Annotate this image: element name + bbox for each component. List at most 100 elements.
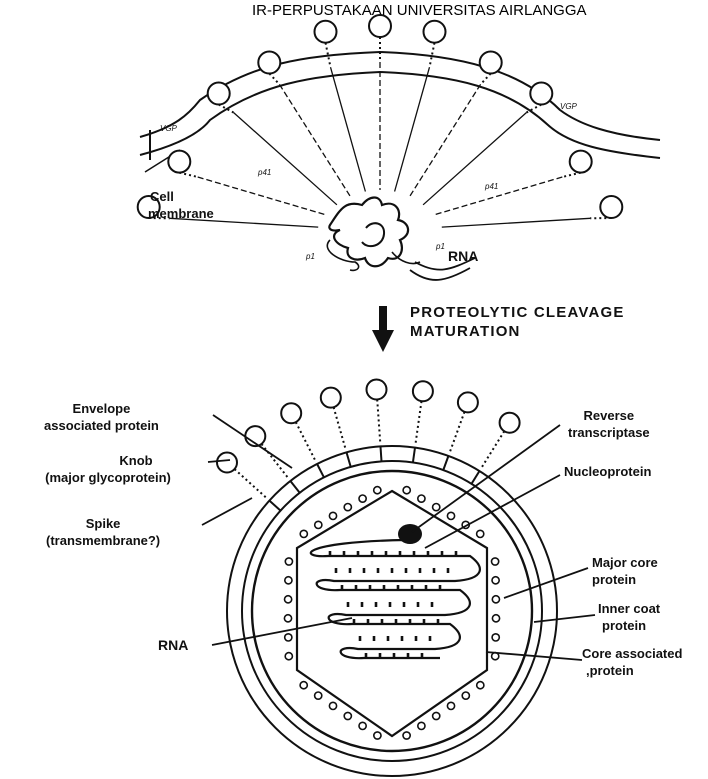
bottom-knob bbox=[500, 413, 520, 433]
bottom-knob bbox=[367, 380, 387, 400]
knob-label-line2: (major glycoprotein) bbox=[10, 469, 206, 486]
p1-left-label: p1 bbox=[306, 248, 315, 265]
core-bead bbox=[329, 702, 336, 709]
core-bead bbox=[492, 615, 499, 622]
vgp-left-label: VGP bbox=[160, 120, 177, 137]
top-knob bbox=[369, 15, 391, 37]
spike-label: Spike (transmembrane?) bbox=[46, 515, 160, 549]
core-bead bbox=[285, 577, 292, 584]
top-knob bbox=[168, 151, 190, 173]
inner-coat-line1: Inner coat bbox=[598, 600, 660, 617]
spike-label-line2: (transmembrane?) bbox=[46, 532, 160, 549]
top-knob bbox=[480, 52, 502, 74]
core-bead bbox=[285, 596, 292, 603]
top-rna-label: RNA bbox=[448, 248, 478, 265]
core-bead bbox=[359, 495, 366, 502]
core-bead bbox=[492, 577, 499, 584]
core-bead bbox=[492, 558, 499, 565]
bottom-rna-label: RNA bbox=[158, 637, 188, 654]
knob-label: Knob (major glycoprotein) bbox=[10, 452, 206, 486]
envelope-spike bbox=[290, 481, 299, 493]
rna-coil bbox=[311, 540, 480, 658]
cell-membrane-label-line2: membrane bbox=[148, 205, 214, 222]
core-associated-protein-label: Core associated ,protein bbox=[582, 645, 682, 679]
bottom-knob-stalk bbox=[235, 469, 268, 499]
core-bead bbox=[285, 634, 292, 641]
core-bead bbox=[403, 732, 410, 739]
envelope-spike bbox=[472, 471, 480, 484]
envelope-associated-protein-label: Envelope associated protein bbox=[44, 400, 159, 434]
envelope-spike bbox=[269, 501, 280, 511]
major-core-line1: Major core bbox=[592, 554, 658, 571]
rna-inner-curl bbox=[362, 223, 384, 246]
core-bead bbox=[433, 504, 440, 511]
core-bead bbox=[418, 722, 425, 729]
core-bead bbox=[315, 692, 322, 699]
top-knob bbox=[600, 196, 622, 218]
core-bead bbox=[477, 530, 484, 537]
core-bead bbox=[433, 712, 440, 719]
core-bead bbox=[315, 521, 322, 528]
major-core-protein-label: Major core protein bbox=[592, 554, 658, 588]
p41-left-label: p41 bbox=[258, 164, 271, 181]
core-bead bbox=[492, 596, 499, 603]
envelope-spike bbox=[381, 446, 382, 461]
transition-label: PROTEOLYTIC CLEAVAGE MATURATION bbox=[410, 303, 625, 341]
core-bead bbox=[462, 692, 469, 699]
p1-right-label: p1 bbox=[436, 238, 445, 255]
knob-label-line1: Knob bbox=[66, 452, 206, 469]
bottom-knob bbox=[217, 453, 237, 473]
bottom-knob-stalk bbox=[262, 444, 289, 479]
bottom-knob-stalk bbox=[334, 407, 346, 449]
core-bead bbox=[403, 487, 410, 494]
down-arrow bbox=[372, 306, 394, 352]
bottom-knob bbox=[321, 388, 341, 408]
core-bead bbox=[300, 530, 307, 537]
core-bead bbox=[447, 512, 454, 519]
pointer-rna bbox=[212, 618, 352, 645]
transition-label-line2: MATURATION bbox=[410, 322, 625, 341]
core-bead bbox=[285, 558, 292, 565]
transition-label-line1: PROTEOLYTIC CLEAVAGE bbox=[410, 303, 625, 322]
core-bead bbox=[374, 487, 381, 494]
cell-membrane-label: Cell membrane bbox=[150, 188, 214, 222]
top-knob bbox=[570, 151, 592, 173]
envelope-spike bbox=[413, 448, 415, 463]
core-associated-line1: Core associated bbox=[582, 645, 682, 662]
core-bead bbox=[418, 495, 425, 502]
bottom-knob-stalk bbox=[377, 400, 380, 444]
bottom-knob bbox=[413, 381, 433, 401]
core-bead bbox=[285, 653, 292, 660]
top-ray bbox=[442, 218, 590, 227]
reverse-transcriptase-line2: transcriptase bbox=[568, 424, 650, 441]
bottom-knob-stalk bbox=[296, 422, 316, 461]
envelope-inner bbox=[242, 461, 542, 761]
bottom-knob bbox=[458, 392, 478, 412]
inner-coat-protein-label: Inner coat protein bbox=[598, 600, 660, 634]
inner-coat-line2: protein bbox=[602, 617, 660, 634]
top-knob bbox=[208, 83, 230, 105]
rna-tail-left bbox=[327, 240, 358, 270]
bottom-knobs bbox=[217, 380, 520, 511]
pointer-inner-coat bbox=[534, 615, 595, 622]
envelope-spike bbox=[347, 452, 351, 466]
top-knob bbox=[530, 83, 552, 105]
major-core-line2: protein bbox=[592, 571, 658, 588]
envelope-label-line1: Envelope bbox=[44, 400, 159, 417]
core-bead bbox=[300, 682, 307, 689]
bottom-knob-stalk bbox=[450, 412, 465, 453]
envelope-spike bbox=[317, 464, 324, 477]
core-bead bbox=[329, 512, 336, 519]
reverse-transcriptase-line1: Reverse bbox=[568, 407, 650, 424]
top-knob bbox=[315, 21, 337, 43]
bottom-knob-stalk bbox=[481, 431, 504, 468]
top-ray bbox=[234, 113, 337, 205]
core-bead bbox=[344, 504, 351, 511]
top-knob bbox=[424, 21, 446, 43]
top-knob-stalk bbox=[269, 74, 279, 85]
bottom-knob-stalk bbox=[415, 401, 421, 445]
rna-strand bbox=[311, 540, 480, 658]
mature-virion-illustration bbox=[202, 380, 595, 777]
spike-label-line1: Spike bbox=[46, 515, 160, 532]
